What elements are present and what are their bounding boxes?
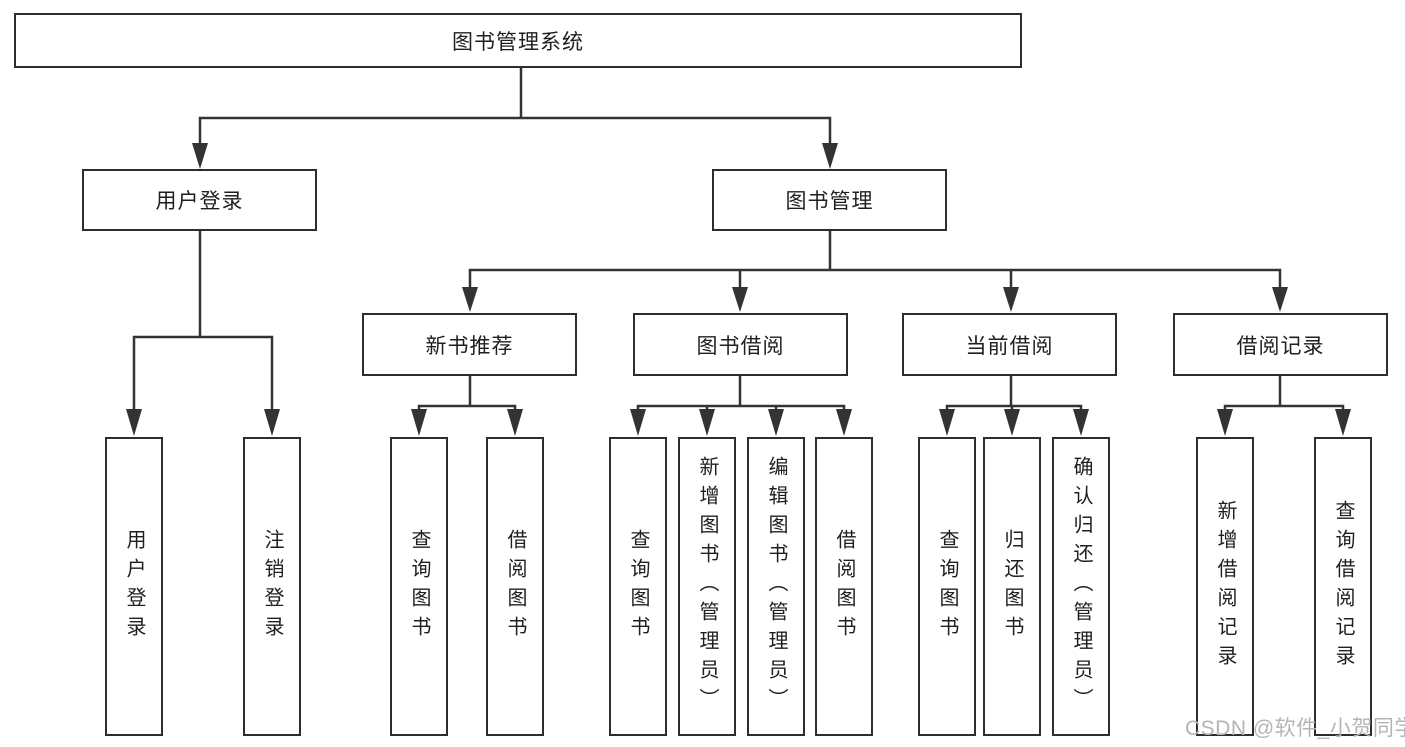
leaf-query-borrow-record: 查询借阅记录 <box>1314 437 1372 736</box>
leaf-logout: 注销登录 <box>243 437 301 736</box>
leaf-borrow-books-borrowing: 借阅图书 <box>815 437 873 736</box>
node-root: 图书管理系统 <box>14 13 1022 68</box>
leaf-add-borrow-record: 新增借阅记录 <box>1196 437 1254 736</box>
leaf-query-books-recommend: 查询图书 <box>390 437 448 736</box>
node-book-borrowing: 图书借阅 <box>633 313 848 376</box>
leaf-query-books-borrowing: 查询图书 <box>609 437 667 736</box>
watermark: CSDN @软件_小贺同学 <box>1185 717 1405 740</box>
node-book-management: 图书管理 <box>712 169 947 231</box>
leaf-confirm-return-admin: 确认归还（管理员） <box>1052 437 1110 736</box>
leaf-borrow-books-recommend: 借阅图书 <box>486 437 544 736</box>
node-user-login: 用户登录 <box>82 169 317 231</box>
leaf-user-login: 用户登录 <box>105 437 163 736</box>
node-new-book-recommend: 新书推荐 <box>362 313 577 376</box>
leaf-add-book-admin: 新增图书（管理员） <box>678 437 736 736</box>
node-borrowing-records: 借阅记录 <box>1173 313 1388 376</box>
leaf-edit-book-admin: 编辑图书（管理员） <box>747 437 805 736</box>
leaf-query-books-current: 查询图书 <box>918 437 976 736</box>
leaf-return-books: 归还图书 <box>983 437 1041 736</box>
node-current-borrowing: 当前借阅 <box>902 313 1117 376</box>
